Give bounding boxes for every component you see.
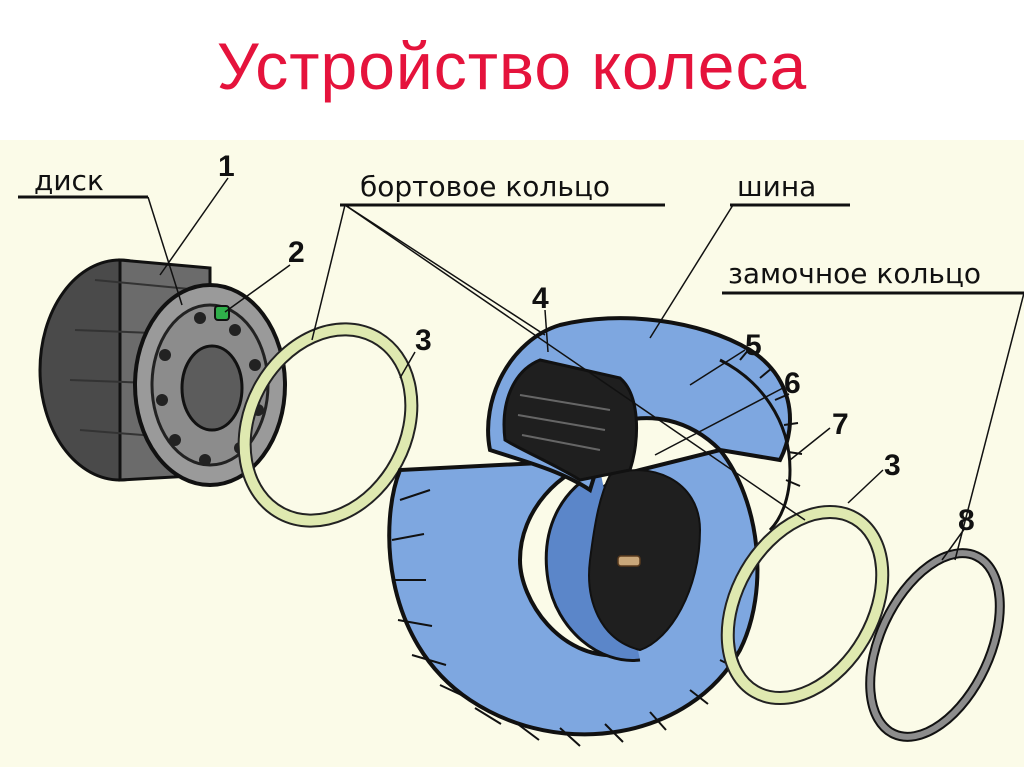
- wheel-disk: [38, 258, 287, 487]
- valve-icon: [214, 305, 230, 321]
- part-number-3-right: 3: [884, 449, 901, 482]
- part-number-8: 8: [958, 504, 975, 537]
- part-number-5: 5: [745, 329, 762, 362]
- label-disk: диск: [34, 164, 104, 197]
- part-number-4: 4: [532, 282, 549, 315]
- part-number-3-left: 3: [415, 324, 432, 357]
- tube-valve-icon: [617, 555, 641, 567]
- tire: [387, 316, 803, 747]
- bead-ring-right: [722, 506, 888, 704]
- lock-ring: [867, 550, 1003, 740]
- label-lock-ring: замочное кольцо: [728, 257, 981, 290]
- leader-lines: [147, 177, 1024, 561]
- part-number-6: 6: [784, 367, 801, 400]
- label-underlines: [18, 195, 1024, 295]
- part-number-1: 1: [218, 150, 235, 183]
- part-number-7: 7: [832, 408, 849, 441]
- label-tire: шина: [737, 170, 816, 203]
- page-title: Устройство колеса: [216, 29, 808, 103]
- part-number-2: 2: [288, 236, 305, 269]
- label-bead-ring: бортовое кольцо: [360, 170, 610, 203]
- bead-ring-left: [239, 324, 417, 526]
